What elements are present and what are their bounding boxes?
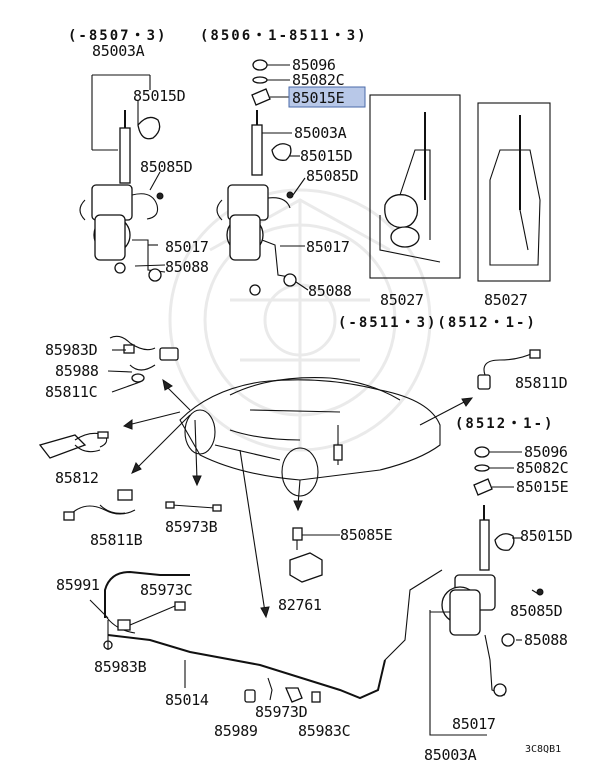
label-85973D: 85973D: [255, 703, 308, 721]
header-range-mid: (-8511・3)(8512・1-): [338, 315, 537, 331]
label-85983B: 85983B: [94, 658, 147, 676]
label-85096-r: 85096: [524, 443, 568, 461]
label-85017-t: 85017: [306, 238, 350, 256]
label-85088-t: 85088: [308, 282, 352, 300]
label-85015E-r: 85015E: [516, 478, 569, 496]
antenna-cable-85014: [89, 570, 386, 700]
label-85085D-t: 85085D: [306, 167, 359, 185]
label-85983C: 85983C: [298, 722, 350, 740]
label-85812: 85812: [55, 469, 99, 487]
label-85085D-r: 85085D: [510, 602, 563, 620]
wire-harness-85811B: [63, 489, 136, 521]
wire-harness-85811D: [477, 349, 541, 390]
header-range-1: (-8507・3): [68, 28, 167, 44]
label-85983D: 85983D: [45, 341, 98, 359]
antenna-box-85027-b: [477, 102, 551, 282]
antenna-box-85027-a: [369, 94, 461, 279]
label-85991: 85991: [56, 576, 100, 594]
label-85811C: 85811C: [45, 383, 97, 401]
label-85014: 85014: [165, 691, 209, 709]
module-82761: [289, 552, 323, 583]
label-85027-b: 85027: [484, 291, 528, 309]
label-85088-r: 85088: [524, 631, 568, 649]
label-85973C: 85973C: [140, 581, 192, 599]
label-85017-tl: 85017: [165, 238, 209, 256]
label-85973B: 85973B: [165, 518, 218, 536]
label-85003A-t: 85003A: [294, 124, 347, 142]
wire-harness-85983D: [109, 335, 179, 383]
label-85096-t: 85096: [292, 56, 336, 74]
label-85015E-t: 85015E: [292, 89, 345, 107]
label-82761: 82761: [278, 596, 322, 614]
label-85015D-tl: 85015D: [133, 87, 186, 105]
label-85088-tl: 85088: [165, 258, 209, 276]
label-85017-r: 85017: [452, 715, 496, 733]
module-85812: [38, 431, 109, 459]
label-85015D-t: 85015D: [300, 147, 353, 165]
label-85989: 85989: [214, 722, 258, 740]
highlight-85015E: [288, 86, 366, 108]
antenna-assembly-left: [79, 74, 166, 282]
label-85811D: 85811D: [515, 374, 568, 392]
antenna-small-parts-right: [473, 446, 522, 496]
label-85015D-r: 85015D: [520, 527, 573, 545]
label-85003A-r: 85003A: [424, 746, 477, 764]
label-85085D-tl: 85085D: [140, 158, 193, 176]
callout-arrows: [122, 378, 474, 619]
bolt-85085E: [292, 527, 340, 550]
wire-85973B: [165, 501, 222, 512]
label-85027-a: 85027: [380, 291, 424, 309]
label-85811B: 85811B: [90, 531, 143, 549]
label-85082C-r: 85082C: [516, 459, 568, 477]
label-85003A-tl: 85003A: [92, 42, 145, 60]
car-outline: [179, 377, 441, 497]
header-range-2: (8506・1-8511・3): [200, 28, 368, 44]
header-range-right: (8512・1-): [455, 416, 554, 432]
small-fasteners-bottom: [244, 677, 321, 703]
figure-code: 3C8QB1: [525, 744, 561, 755]
label-85085E: 85085E: [340, 526, 393, 544]
label-85082C-t: 85082C: [292, 71, 344, 89]
label-85988: 85988: [55, 362, 99, 380]
watermark-emblem: [168, 188, 432, 452]
antenna-assembly-center: [216, 59, 309, 296]
antenna-assembly-right: [384, 505, 544, 736]
